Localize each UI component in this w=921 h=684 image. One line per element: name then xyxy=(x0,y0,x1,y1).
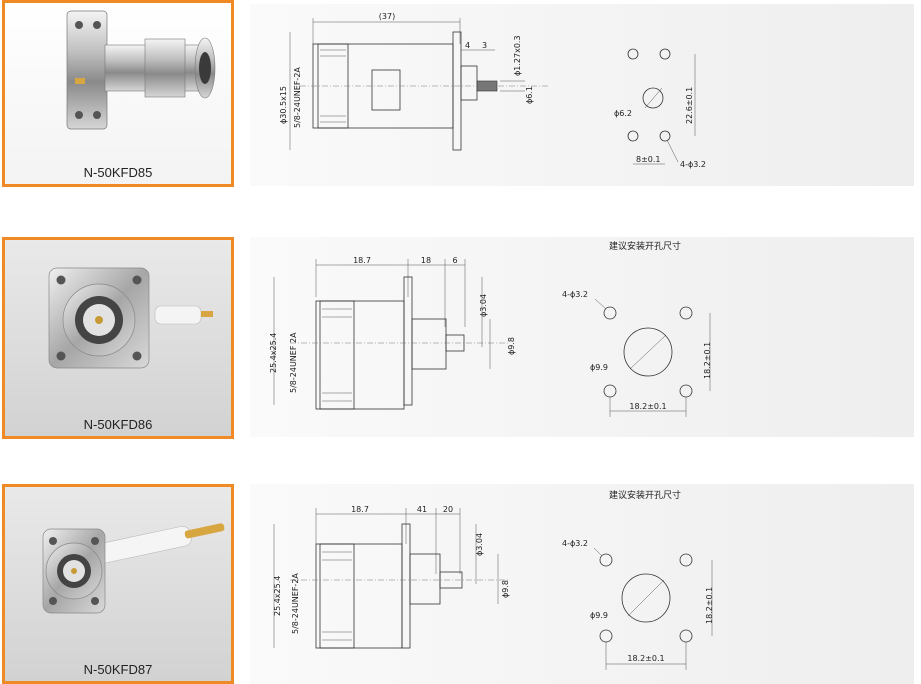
cutout-title: 建议安装开孔尺寸 xyxy=(609,240,681,252)
dim-body-length: 18.7 xyxy=(353,256,371,265)
dim-flange: 25.4x25.4 xyxy=(269,333,278,373)
product-row-3: N-50KFD87 建议安装开孔尺寸 18.7 41 20 25.4x25.4 xyxy=(0,484,921,684)
cutout-title: 建议安装开孔尺寸 xyxy=(609,489,681,501)
dim-tip-length: 6 xyxy=(452,256,457,265)
dim-flange: 25.4x25.4 xyxy=(273,576,282,616)
connector-photo-icon xyxy=(42,523,225,614)
dim-mount-holes: 4-ϕ3.2 xyxy=(562,539,588,548)
dim-pin-body: ϕ9.8 xyxy=(507,337,516,355)
dim-vertical-spacing: 18.2±0.1 xyxy=(705,587,714,624)
product-photo-2: N-50KFD86 xyxy=(2,237,234,439)
dim-pin-diameter: ϕ3.04 xyxy=(479,294,488,317)
dim-body-length: 18.7 xyxy=(351,505,369,514)
dim-vertical-spacing: 22.6±0.1 xyxy=(685,87,694,124)
dim-mount-holes: 4-ϕ3.2 xyxy=(562,290,588,299)
technical-drawing-1: (37) ϕ30.5x15 5/8-24UNEF-2A 4 3 ϕ1.27x0.… xyxy=(250,4,914,186)
dim-horizontal-spacing: 18.2±0.1 xyxy=(629,402,666,411)
dim-pin-length: 3 xyxy=(482,41,487,50)
dim-thread: 5/8-24UNEF-2A xyxy=(291,573,300,634)
dim-vertical-spacing: 18.2±0.1 xyxy=(703,342,712,379)
connector-photo-icon xyxy=(66,10,216,130)
dim-tip-length: 20 xyxy=(443,505,453,514)
product-photo-1: N-50KFD85 xyxy=(2,0,234,187)
technical-drawing-3: 建议安装开孔尺寸 18.7 41 20 25.4x25.4 5/8-24UNEF… xyxy=(250,484,914,684)
product-model-label: N-50KFD86 xyxy=(83,417,153,432)
dim-horizontal-spacing: 18.2±0.1 xyxy=(627,654,664,663)
dim-thread: 5/8-24UNEF-2A xyxy=(293,67,302,128)
dim-pin-body: ϕ6.1 xyxy=(525,86,534,104)
panel-cutout-diagram: 4-ϕ3.2 ϕ9.9 18.2±0.1 18.2±0.1 xyxy=(562,539,714,670)
dim-pin-diameter: ϕ1.27x0.3 xyxy=(513,35,522,76)
dim-horizontal-spacing: 8±0.1 xyxy=(636,155,661,164)
dim-pin-body: ϕ9.8 xyxy=(501,580,510,598)
technical-drawing-2: 建议安装开孔尺寸 18.7 18 6 25.4x25.4 5/8-24UNEF … xyxy=(250,237,914,437)
dim-flange-diag: ϕ30.5x15 xyxy=(279,86,288,124)
dim-mid-length: 41 xyxy=(417,505,427,514)
dim-flange-thickness: 4 xyxy=(465,41,470,50)
dim-thread: 5/8-24UNEF 2A xyxy=(289,332,298,393)
dim-mount-holes: 4-ϕ3.2 xyxy=(680,160,706,169)
product-model-label: N-50KFD85 xyxy=(83,165,153,180)
dim-panel-hole: ϕ6.2 xyxy=(614,109,632,118)
panel-cutout-diagram: 22.6±0.1 ϕ6.2 8±0.1 4-ϕ3.2 xyxy=(614,48,706,169)
dim-overall: (37) xyxy=(379,12,395,21)
product-row-1: N-50KFD85 (37) ϕ30.5x15 5/8-24UNEF-2A xyxy=(0,0,921,190)
product-photo-3: N-50KFD87 xyxy=(2,484,234,684)
dim-mid-length: 18 xyxy=(421,256,431,265)
product-model-label: N-50KFD87 xyxy=(83,662,153,677)
dim-panel-hole: ϕ9.9 xyxy=(590,363,608,372)
product-row-2: N-50KFD86 建议安装开孔尺寸 18.7 18 6 25. xyxy=(0,237,921,439)
connector-photo-icon xyxy=(48,267,213,369)
panel-cutout-diagram: 4-ϕ3.2 ϕ9.9 18.2±0.1 18.2±0.1 xyxy=(562,290,712,417)
dim-panel-hole: ϕ9.9 xyxy=(590,611,608,620)
dim-pin-diameter: ϕ3.04 xyxy=(475,533,484,556)
